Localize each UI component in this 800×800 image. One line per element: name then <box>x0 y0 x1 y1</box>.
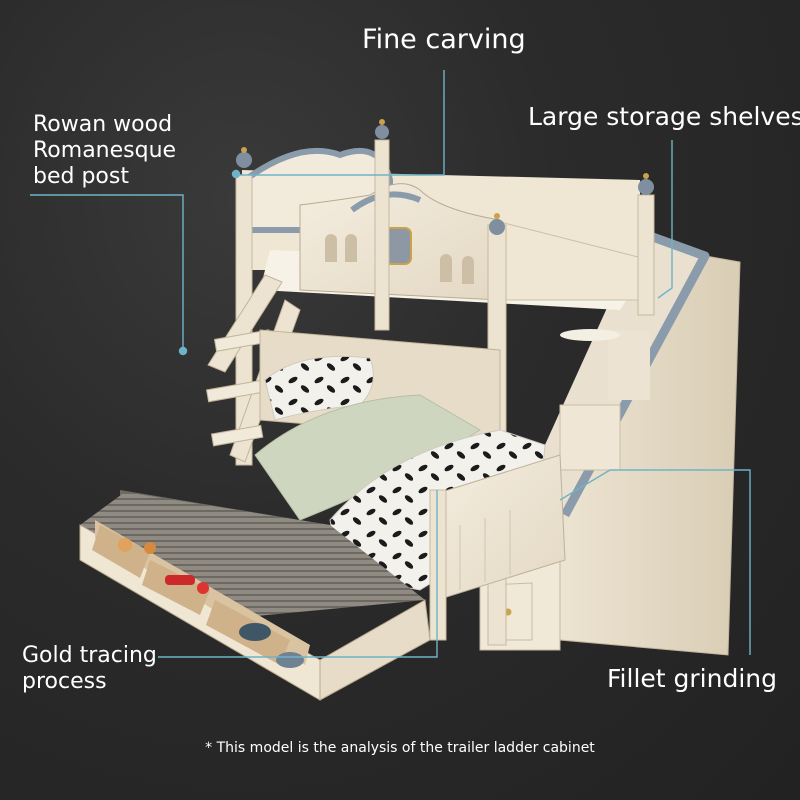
trundle-drawer <box>79 490 431 701</box>
label-rowan-line-3: bed post <box>33 164 129 189</box>
label-fine-carving: Fine carving <box>362 24 526 55</box>
callout-fine-carving <box>240 70 445 176</box>
label-rowan-wood-bed-post: Rowan wood Romanesque bed post <box>33 112 176 190</box>
label-gold-line-2: process <box>22 669 107 694</box>
label-rowan-line-2: Romanesque <box>33 138 177 163</box>
callout-gold-tracing <box>158 490 438 658</box>
footnote: * This model is the analysis of the trai… <box>205 740 595 756</box>
label-rowan-line-1: Rowan wood <box>33 112 173 137</box>
callout-lines <box>30 70 751 658</box>
label-large-storage-shelves: Large storage shelves <box>528 102 800 131</box>
callout-rowan-wood <box>30 194 184 348</box>
label-gold-line-1: Gold tracing <box>22 643 157 668</box>
label-fillet-grinding: Fillet grinding <box>607 664 777 693</box>
callout-rowan-wood-dot <box>178 346 188 356</box>
callout-fine-carving-dot <box>231 169 241 179</box>
callout-fillet-grinding <box>559 469 751 655</box>
callout-storage-shelves <box>657 140 673 299</box>
label-gold-tracing-process: Gold tracing process <box>22 643 157 695</box>
toy-compartments <box>92 525 304 668</box>
upper-bunk <box>235 119 655 646</box>
